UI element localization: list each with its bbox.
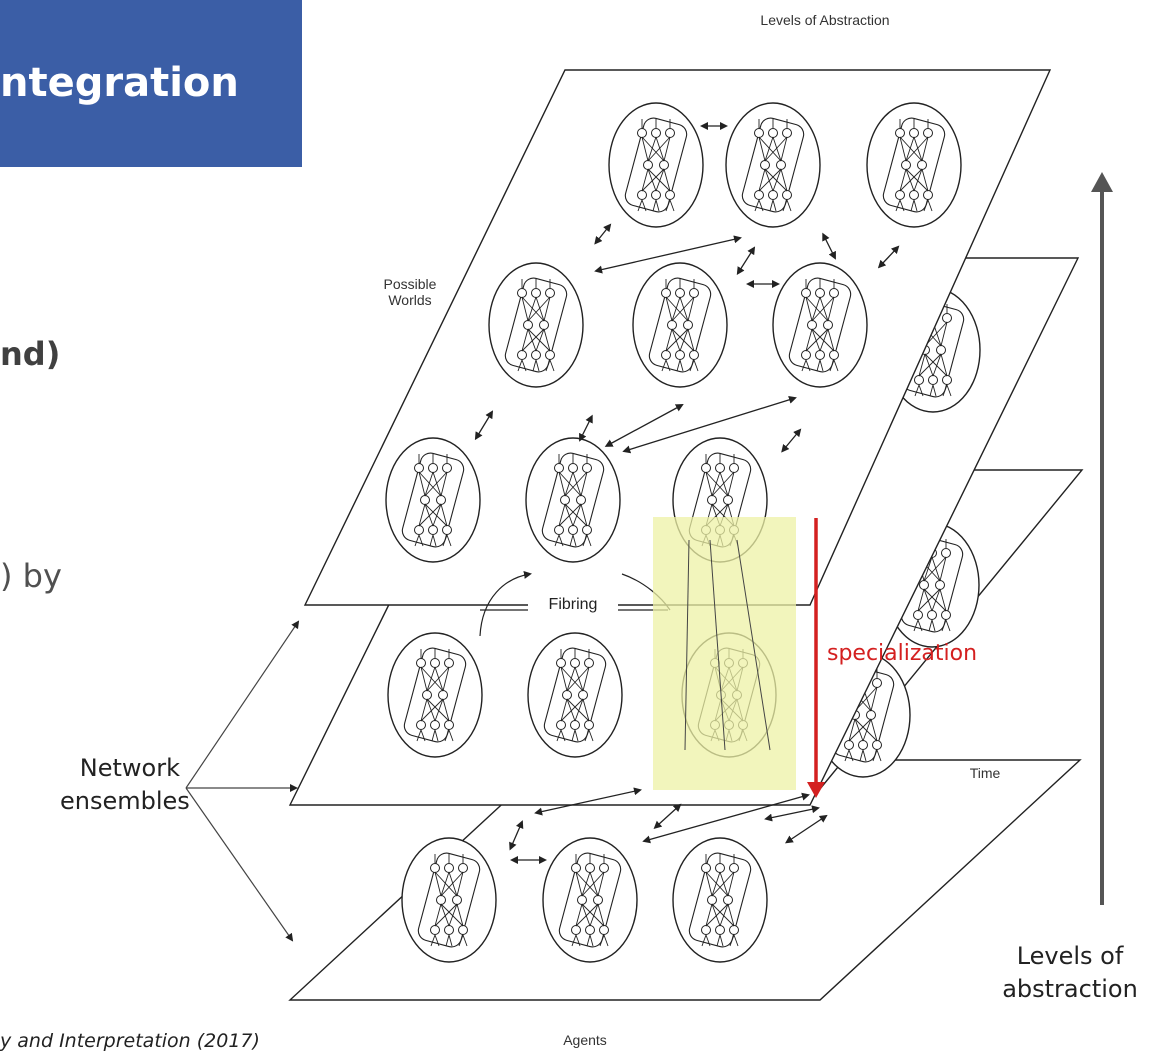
slide-title-banner: ntegration bbox=[0, 0, 302, 167]
bullet-plain-fragment: ) by bbox=[0, 557, 62, 595]
fibring-label: Fibring bbox=[528, 595, 618, 615]
network-mid1-2 bbox=[527, 632, 623, 758]
network-top-7 bbox=[385, 437, 481, 563]
ensemble-connections bbox=[474, 122, 900, 864]
possible-worlds-label: Possible Worlds bbox=[383, 276, 437, 308]
network-bottom-3 bbox=[672, 837, 768, 963]
network-top-3 bbox=[866, 102, 962, 228]
slide-title: ntegration bbox=[0, 60, 239, 106]
network-top-4 bbox=[488, 262, 584, 388]
network-top-5 bbox=[632, 262, 728, 388]
network-top-1 bbox=[608, 102, 704, 228]
network-ensembles-label: Network ensembles bbox=[60, 754, 190, 815]
bullet-bold-fragment: nd) bbox=[0, 335, 61, 373]
levels-of-abstraction-top-label: Levels of Abstraction bbox=[760, 12, 890, 28]
network-top-2 bbox=[725, 102, 821, 228]
network-top-6 bbox=[772, 262, 868, 388]
specialization-projection bbox=[684, 539, 771, 751]
network-top-8 bbox=[525, 437, 621, 563]
network-mid1-1 bbox=[387, 632, 483, 758]
network-ensembles-pointers bbox=[185, 620, 300, 942]
network-bottom-2 bbox=[542, 837, 638, 963]
levels-of-abstraction-label: Levels of abstraction bbox=[1002, 942, 1138, 1003]
network-bottom-1 bbox=[401, 837, 497, 963]
time-label: Time bbox=[969, 765, 1001, 781]
citation-footnote: y and Interpretation (2017) bbox=[0, 1030, 260, 1052]
specialization-label: specialization bbox=[827, 641, 978, 666]
agents-label: Agents bbox=[563, 1032, 607, 1048]
